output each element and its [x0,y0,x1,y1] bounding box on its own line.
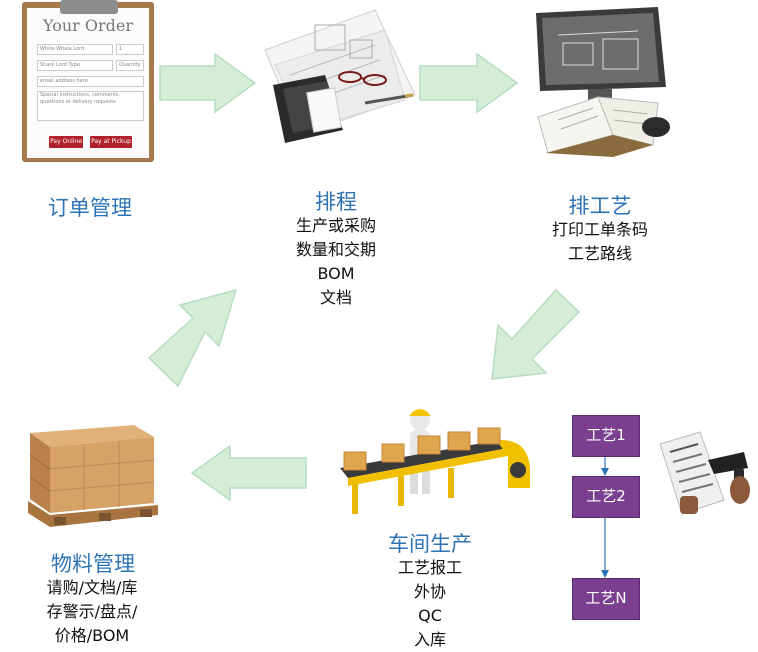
barcode-scanner-image [659,431,750,515]
arrow-schedule-to-routing [419,52,519,114]
stage-schedule-title: 排程 [315,190,357,214]
schedule-line-3: BOM [317,264,355,283]
material-line-1: 请购/文档/库 [46,578,138,597]
order-field-4[interactable]: Quantity [116,60,144,71]
stage-workshop-title: 车间生产 [388,532,472,556]
order-field-3[interactable]: Shark Lord Type [37,60,113,71]
arrow-workshop-to-material [190,444,307,502]
order-form-heading: Your Order [43,16,133,35]
routing-line-2: 工艺路线 [567,244,632,263]
order-field-1[interactable]: White Whale Lord [37,44,113,55]
schedule-line-1: 生产或采购 [295,216,376,235]
order-field-2[interactable]: 1 [116,44,144,55]
stage-order-title: 订单管理 [48,196,132,220]
workshop-line-3: QC [418,606,442,625]
pay-pickup-button[interactable]: Pay at Pickup [90,136,132,148]
stage-material-desc: 请购/文档/库 存警示/盘点/ 价格/BOM [22,576,162,648]
order-field-5[interactable]: email address here [37,76,144,87]
process-step-1: 工艺1 [572,415,640,457]
arrow-material-to-schedule [147,288,238,388]
conveyor-worker-image [340,409,530,514]
workshop-line-1: 工艺报工 [397,558,462,577]
stage-schedule-desc: 生产或采购 数量和交期 BOM 文档 [276,214,396,310]
pallet-boxes-image [28,425,158,527]
process-step-2: 工艺2 [572,476,640,518]
process-step-n: 工艺N [572,578,640,620]
arrow-routing-to-workshop [491,288,581,380]
stage-routing-desc: 打印工单条码 工艺路线 [535,218,665,266]
arrow-order-to-schedule [159,52,257,114]
order-field-6[interactable]: Special instructions, comments, question… [37,91,144,121]
pay-online-button[interactable]: Pay Online [49,136,83,148]
stage-material-title: 物料管理 [51,552,135,576]
workshop-line-2: 外协 [413,582,446,601]
routing-line-1: 打印工单条码 [551,220,648,239]
clipboard-clip [60,0,118,14]
material-line-2: 存警示/盘点/ [46,602,138,621]
blueprint-folder-image [264,9,416,143]
material-line-3: 价格/BOM [54,626,130,645]
stage-workshop-desc: 工艺报工 外协 QC 入库 [370,556,490,652]
schedule-line-4: 文档 [319,288,352,307]
computer-book-image [536,7,670,157]
workshop-line-4: 入库 [413,630,446,649]
stage-routing-title: 排工艺 [568,194,632,218]
schedule-line-2: 数量和交期 [295,240,376,259]
